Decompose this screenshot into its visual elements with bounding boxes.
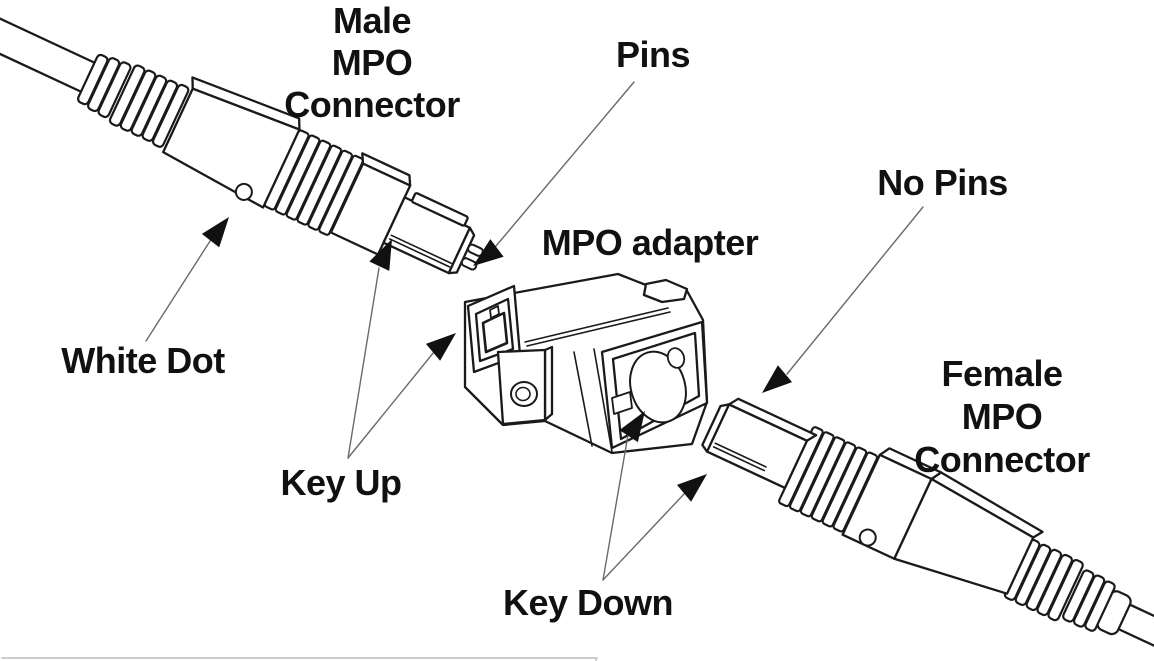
right-port-key-block <box>611 391 633 415</box>
male-cable <box>0 13 100 95</box>
ferrule-face <box>447 226 476 275</box>
key-down-label: Key Down <box>502 582 674 623</box>
key-down-arrow-adapter <box>619 411 645 443</box>
ferrule-face-no-pins <box>701 403 731 453</box>
white-dot-marker-female <box>858 528 877 547</box>
male-ferrule <box>382 192 484 275</box>
ferrule-grooves <box>388 234 452 268</box>
male-mpo-connector-drawing <box>0 13 484 275</box>
adapter-front-ridge <box>573 348 613 453</box>
guide-pins <box>460 243 484 271</box>
mpo-adapter-drawing <box>463 272 709 455</box>
right-port-sleeve <box>629 350 687 424</box>
key-down-arrow-ferrule <box>676 474 707 502</box>
pins-arrow <box>473 239 504 266</box>
female-collar <box>841 447 943 560</box>
female-mpo-connector-drawing <box>701 397 1154 661</box>
no-pins-arrow <box>762 365 793 393</box>
female-connector-label: Female MPO Connector <box>914 353 1090 480</box>
mpo-adapter-label: MPO adapter <box>541 222 759 263</box>
adapter-flange <box>496 345 554 426</box>
no-pins-label: No Pins <box>877 162 1008 203</box>
white-dot-marker <box>234 182 253 201</box>
female-front-ribs <box>778 426 879 533</box>
key-up-arrow-ferrule <box>369 239 392 271</box>
pins-leader <box>495 81 635 247</box>
key-ridge <box>410 192 469 227</box>
female-ferrule-grooves <box>712 442 767 472</box>
key-down-leader-ferrule <box>602 492 686 581</box>
male-boot-ribs <box>76 53 190 148</box>
white-dot-leader <box>145 237 213 342</box>
female-ferrule <box>701 397 818 490</box>
key-up-label: Key Up <box>280 462 402 503</box>
white-dot-arrow <box>201 217 229 248</box>
pins-label: Pins <box>615 34 691 75</box>
female-boot-ribs <box>1003 538 1132 636</box>
adapter-split-line <box>524 307 671 347</box>
male-connector-label: Male MPO Connector <box>284 0 460 125</box>
white-dot-label: White Dot <box>61 340 225 381</box>
key-up-leader-adapter <box>347 351 435 459</box>
adapter-clip-tab <box>642 278 689 304</box>
key-down-leader-adapter <box>602 434 629 581</box>
key-up-arrow-adapter <box>425 333 456 361</box>
female-cable <box>1115 602 1154 661</box>
male-body <box>162 76 301 209</box>
key-up-leader-ferrule <box>347 267 380 459</box>
adapter-right-port <box>600 320 709 450</box>
no-pins-leader <box>786 206 924 375</box>
female-body <box>893 471 1044 595</box>
left-port-key-notch <box>489 305 500 319</box>
